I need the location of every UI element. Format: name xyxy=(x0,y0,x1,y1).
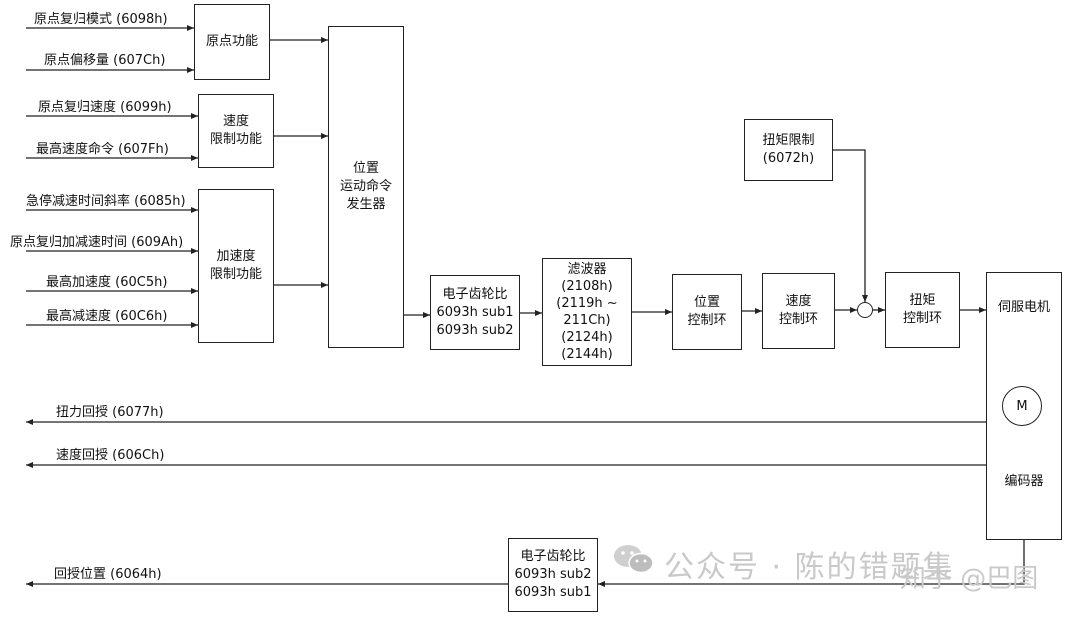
accel-limit-line2: 限制功能 xyxy=(209,267,262,282)
filter-param-4: (2124h) xyxy=(561,330,613,345)
position-feedback-label: 回授位置 (6064h) xyxy=(54,567,162,582)
homing-function-block: 原点功能 xyxy=(194,4,270,80)
input-homing-speed-label: 原点复归速度 (6099h) xyxy=(38,100,172,115)
torque-loop-block: 扭矩 控制环 xyxy=(885,272,960,348)
input-quick-stop-decel-label: 急停减速时间斜率 (6085h) xyxy=(26,194,186,209)
gear-ratio-feedback-title: 电子齿轮比 xyxy=(520,549,586,564)
torque-limit-line1: 扭矩限制 xyxy=(762,133,815,148)
zhihu-watermark: 知乎 @巴图 xyxy=(900,564,1039,594)
homing-function-label: 原点功能 xyxy=(205,34,258,49)
summing-junction xyxy=(857,302,873,318)
position-loop-block: 位置 控制环 xyxy=(672,274,742,350)
gear-ratio-input-sub1: 6093h sub1 xyxy=(436,304,514,320)
gear-ratio-input-title: 电子齿轮比 xyxy=(442,286,508,302)
accel-limit-block: 加速度 限制功能 xyxy=(198,189,274,343)
position-generator-line1: 位置 xyxy=(352,161,379,176)
speed-feedback-label: 速度回授 (606Ch) xyxy=(56,448,165,463)
motor-symbol-letter: M xyxy=(1016,398,1028,414)
input-homing-mode-label: 原点复归模式 (6098h) xyxy=(34,12,168,27)
torque-loop-line2: 控制环 xyxy=(902,311,942,326)
gear-ratio-input-sub2: 6093h sub2 xyxy=(436,322,514,338)
servo-motor-label: 伺服电机 xyxy=(997,300,1050,315)
speed-limit-line1: 速度 xyxy=(222,114,249,129)
filter-block: 滤波器 (2108h) (2119h ~ 211Ch) (2124h) (214… xyxy=(542,258,632,366)
position-generator-line2: 运动命令 xyxy=(339,179,392,194)
torque-limit-block: 扭矩限制 (6072h) xyxy=(744,119,833,181)
position-loop-line1: 位置 xyxy=(693,295,720,310)
speed-loop-line2: 控制环 xyxy=(778,312,818,327)
wechat-watermark: 公众号 · 陈的错题集 xyxy=(664,550,955,585)
encoder-label: 编码器 xyxy=(1004,474,1044,489)
torque-feedback-label: 扭力回授 (6077h) xyxy=(56,405,164,420)
gear-ratio-feedback-sub2: 6093h sub2 xyxy=(514,567,592,582)
input-home-offset-label: 原点偏移量 (607Ch) xyxy=(44,53,166,68)
filter-param-5: (2144h) xyxy=(561,347,613,362)
torque-limit-line2: (6072h) xyxy=(762,151,815,166)
filter-title: 滤波器 xyxy=(567,262,607,277)
gear-ratio-input-block: 电子齿轮比 6093h sub1 6093h sub2 xyxy=(430,275,520,350)
position-generator-line3: 发生器 xyxy=(346,197,386,212)
gear-ratio-feedback-sub1: 6093h sub1 xyxy=(514,585,592,600)
position-generator-block: 位置 运动命令 发生器 xyxy=(328,26,404,348)
filter-param-3: 211Ch) xyxy=(563,313,611,328)
filter-param-1: (2108h) xyxy=(561,279,613,294)
torque-loop-line1: 扭矩 xyxy=(909,293,936,308)
input-max-decel-label: 最高减速度 (60C6h) xyxy=(46,309,168,324)
speed-loop-line1: 速度 xyxy=(785,294,812,309)
motor-symbol: M xyxy=(1002,386,1042,426)
speed-loop-block: 速度 控制环 xyxy=(762,273,835,349)
input-homing-accel-label: 原点复归加减速时间 (609Ah) xyxy=(10,235,184,250)
speed-limit-block: 速度 限制功能 xyxy=(198,94,274,168)
filter-param-2: (2119h ~ xyxy=(556,296,618,311)
input-max-accel-label: 最高加速度 (60C5h) xyxy=(46,275,168,290)
input-max-speed-cmd-label: 最高速度命令 (607Fh) xyxy=(36,142,169,157)
gear-ratio-feedback-block: 电子齿轮比 6093h sub2 6093h sub1 xyxy=(508,538,598,612)
accel-limit-line1: 加速度 xyxy=(216,249,256,264)
speed-limit-line2: 限制功能 xyxy=(209,132,262,147)
position-loop-line2: 控制环 xyxy=(687,313,727,328)
wechat-icon xyxy=(614,545,654,574)
